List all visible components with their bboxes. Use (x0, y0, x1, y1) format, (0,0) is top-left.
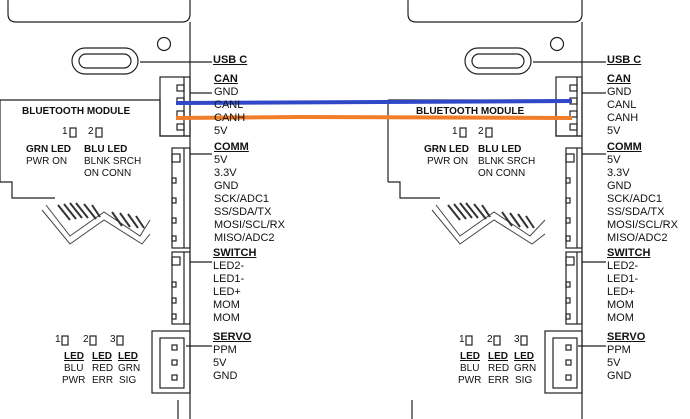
left-switch-pin: MOM (213, 312, 240, 324)
left-usb-c-label: USB C (213, 54, 248, 66)
left-grn-led-line1: PWR ON (26, 156, 68, 167)
left-led-title: LED (64, 351, 84, 362)
left-comm-title: COMM (214, 141, 249, 153)
right-comm-pin: SS/SDA/TX (607, 206, 665, 218)
right-switch-pin: MOM (607, 299, 634, 311)
left-can-pin-canl: CANL (214, 99, 244, 111)
left-switch-title: SWITCH (213, 247, 257, 259)
right-led-num: 1 (459, 334, 465, 345)
right-switch-pin: LED+ (607, 286, 635, 298)
left-can-pin-5v: 5V (214, 125, 228, 137)
left-comm-pin: 5V (214, 154, 228, 166)
right-ribbon-stripes (447, 202, 535, 229)
right-servo-pin: 5V (607, 357, 621, 369)
right-can-pin-gnd: GND (607, 86, 632, 98)
right-can-pin-canh: CANH (607, 112, 639, 124)
left-bt-num-1: 1 (62, 126, 68, 137)
left-switch-pin: LED2- (213, 260, 245, 272)
right-led-func: SIG (515, 375, 533, 386)
left-led-func: PWR (62, 375, 86, 386)
right-led-num: 3 (514, 334, 520, 345)
right-led-color: GRN (514, 363, 537, 374)
right-led-func: PWR (458, 375, 482, 386)
right-comm-pin: SCK/ADC1 (607, 193, 663, 205)
right-switch-pin: LED1- (607, 273, 639, 285)
left-can-title: CAN (214, 73, 238, 85)
left-comm-pin: MOSI/SCL/RX (214, 219, 285, 231)
right-switch-pin: MOM (607, 312, 634, 324)
left-comm-pin: SCK/ADC1 (214, 193, 270, 205)
right-led-title: LED (460, 351, 480, 362)
right-usb-c-label: USB C (607, 54, 642, 66)
right-blu-led-title: BLU LED (478, 144, 522, 155)
left-led-color: BLU (64, 363, 84, 374)
left-switch-pin: LED1- (213, 273, 245, 285)
canl-wire (175, 99, 573, 105)
left-led-num: 3 (110, 334, 116, 345)
left-blu-led-line2: ON CONN (84, 168, 132, 179)
right-board (387, 0, 606, 419)
right-led-title: LED (488, 351, 508, 362)
left-led-color: GRN (118, 363, 141, 374)
left-board (0, 0, 212, 419)
left-grn-led-title: GRN LED (26, 144, 71, 155)
right-switch-pin: LED2- (607, 260, 639, 272)
right-led-func: ERR (488, 375, 510, 386)
left-comm-pin: MISO/ADC2 (214, 232, 275, 244)
right-can-title: CAN (607, 73, 631, 85)
right-grn-led-title: GRN LED (424, 144, 469, 155)
left-led-title: LED (118, 351, 138, 362)
right-led-color: BLU (460, 363, 480, 374)
left-servo-pin: GND (213, 370, 238, 382)
left-led-num: 1 (55, 334, 61, 345)
left-can-pin-canh: CANH (214, 112, 246, 124)
right-servo-pin: PPM (607, 344, 631, 356)
right-servo-pin: GND (607, 370, 632, 382)
left-ribbon-stripes (57, 202, 145, 229)
left-led-func: SIG (119, 375, 137, 386)
right-bluetooth-title: BLUETOOTH MODULE (416, 106, 525, 117)
left-can-pin-gnd: GND (214, 86, 239, 98)
canh-wire (175, 114, 573, 120)
right-grn-led-line1: PWR ON (427, 156, 469, 167)
right-comm-pin: MOSI/SCL/RX (607, 219, 678, 231)
right-comm-pin: 5V (607, 154, 621, 166)
left-led-num: 2 (83, 334, 89, 345)
left-switch-pin: LED+ (213, 286, 241, 298)
left-comm-pin: SS/SDA/TX (214, 206, 272, 218)
left-servo-title: SERVO (213, 331, 252, 343)
left-comm-pin: GND (214, 180, 239, 192)
right-switch-title: SWITCH (607, 247, 651, 259)
right-bt-num-2: 2 (478, 126, 484, 137)
right-led-title: LED (514, 351, 534, 362)
left-led-title: LED (92, 351, 112, 362)
right-blu-led-line1: BLNK SRCH (478, 156, 536, 167)
right-comm-pin: 3.3V (607, 167, 630, 179)
right-led-num: 2 (487, 334, 493, 345)
right-comm-title: COMM (607, 141, 642, 153)
left-led-func: ERR (92, 375, 114, 386)
right-blu-led-line2: ON CONN (478, 168, 526, 179)
right-comm-pin: MISO/ADC2 (607, 232, 668, 244)
right-bt-num-1: 1 (452, 126, 458, 137)
right-led-color: RED (488, 363, 510, 374)
left-led-color: RED (92, 363, 114, 374)
right-can-pin-5v: 5V (607, 125, 621, 137)
left-switch-pin: MOM (213, 299, 240, 311)
right-servo-title: SERVO (607, 331, 646, 343)
right-comm-pin: GND (607, 180, 632, 192)
left-bluetooth-title: BLUETOOTH MODULE (22, 106, 131, 117)
left-comm-pin: 3.3V (214, 167, 237, 179)
left-servo-pin: PPM (213, 344, 237, 356)
left-blu-led-line1: BLNK SRCH (84, 156, 142, 167)
left-servo-pin: 5V (213, 357, 227, 369)
right-can-pin-canl: CANL (607, 99, 637, 111)
left-blu-led-title: BLU LED (84, 144, 128, 155)
left-bt-num-2: 2 (88, 126, 94, 137)
